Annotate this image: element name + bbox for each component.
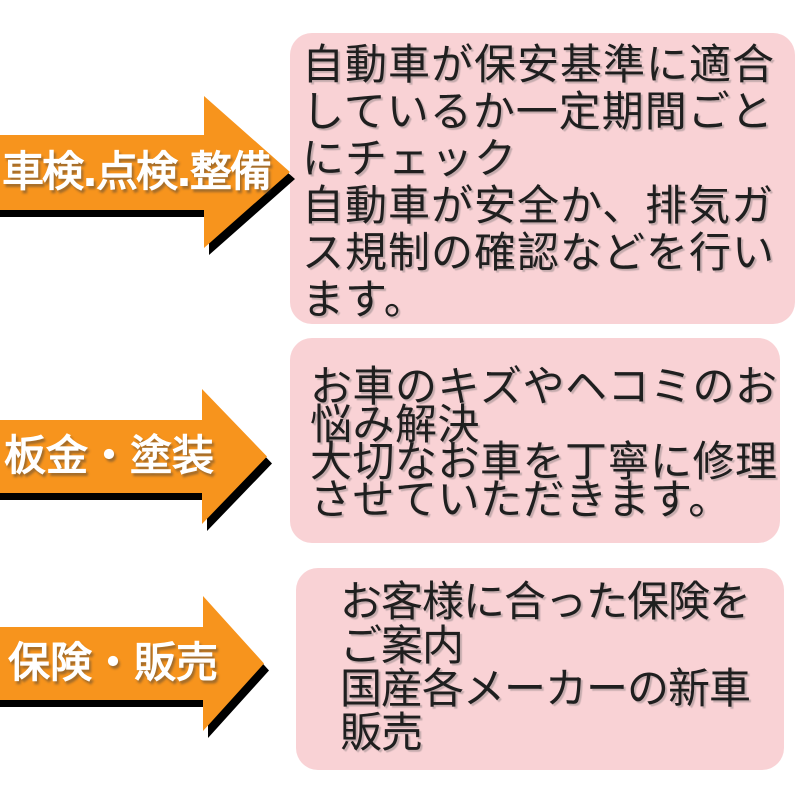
service-panel-bodywork: お車のキズやヘコミのお 悩み解決 大切なお車を丁寧に修理 させていただきます。 [290, 338, 780, 543]
service-description-insurance: お客様に合った保険を ご案内 国産各メーカーの新車 販売 [340, 577, 751, 757]
service-description-inspection: 自動車が保安基準に適合 しているか一定期間ごと にチェック 自動車が安全か、排気… [302, 40, 776, 324]
service-description-bodywork: お車のキズやヘコミのお 悩み解決 大切なお車を丁寧に修理 させていただきます。 [310, 362, 778, 524]
service-panel-inspection: 自動車が保安基準に適合 しているか一定期間ごと にチェック 自動車が安全か、排気… [290, 33, 795, 324]
service-panel-insurance: お客様に合った保険を ご案内 国産各メーカーの新車 販売 [296, 568, 784, 770]
arrow-label-insurance: 保険・販売 [8, 638, 219, 687]
arrow-label-bodywork: 板金・塗装 [4, 431, 215, 480]
arrow-label-inspection: 車検.点検.整備 [2, 147, 272, 196]
